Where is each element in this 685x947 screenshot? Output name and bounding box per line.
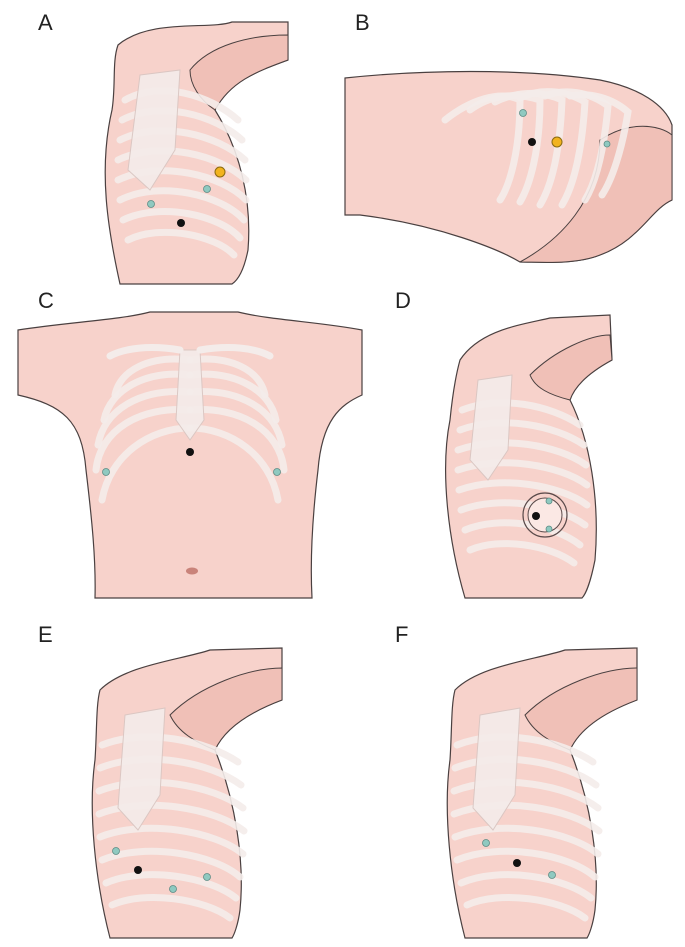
panel-c-illustration [17, 311, 363, 599]
panel-c-clavicle-right [196, 344, 274, 360]
panel-f-marker-teal-2 [548, 871, 556, 879]
panel-e-marker-teal-1 [112, 847, 120, 855]
panel-d-port-inner-ring [527, 497, 563, 533]
panel-c-marker-black [186, 448, 194, 456]
panel-d-illustration [445, 314, 613, 599]
panel-e-marker-black [134, 866, 142, 874]
panel-label-d: D [395, 288, 411, 313]
panel-c-ribcage [92, 355, 288, 504]
panel-f-marker-teal-1 [482, 839, 490, 847]
panel-b-marker-yellow [551, 136, 563, 148]
panel-c-sternum [175, 349, 205, 441]
panel-a-marker-yellow [214, 166, 226, 178]
panel-b-marker-teal-1 [519, 109, 527, 117]
panel-label-c: C [38, 288, 54, 313]
panel-a-scapula [127, 69, 181, 191]
panel-e-scapula [117, 707, 166, 831]
panel-b-ribs [441, 88, 632, 209]
panel-c-clavicle-left [106, 344, 184, 360]
panel-c-navel [186, 567, 198, 575]
panel-e-ribs [95, 733, 248, 922]
panel-b-illustration [344, 70, 673, 264]
panel-b-arm [519, 125, 673, 263]
panel-b-marker-black [528, 138, 536, 146]
panel-d-marker-teal-2 [545, 525, 553, 533]
panel-d-port-outer-ring [522, 492, 568, 538]
panel-e-marker-teal-2 [169, 885, 177, 893]
panel-d-marker-black [532, 512, 540, 520]
panel-a-marker-black [177, 219, 185, 227]
panel-e-marker-teal-3 [203, 873, 211, 881]
panel-e-illustration [91, 647, 283, 939]
panel-d-scapula [469, 374, 513, 481]
panel-a-marker-teal-1 [203, 185, 211, 193]
panel-label-b: B [355, 10, 370, 35]
panel-f-scapula [472, 707, 521, 831]
panel-a-illustration [104, 21, 289, 285]
panel-label-e: E [38, 622, 53, 647]
panel-f-illustration [446, 647, 638, 939]
panel-d-arm [529, 334, 613, 401]
panel-b-marker-teal-2 [603, 140, 611, 148]
panel-a-marker-teal-2 [147, 200, 155, 208]
panel-label-a: A [38, 10, 53, 35]
panel-c-marker-teal-right [273, 468, 281, 476]
panel-c-marker-teal-left [102, 468, 110, 476]
panel-label-f: F [395, 622, 409, 647]
panel-f-marker-black [513, 859, 521, 867]
panel-f-ribs [450, 733, 603, 922]
panel-d-marker-teal-1 [545, 497, 553, 505]
